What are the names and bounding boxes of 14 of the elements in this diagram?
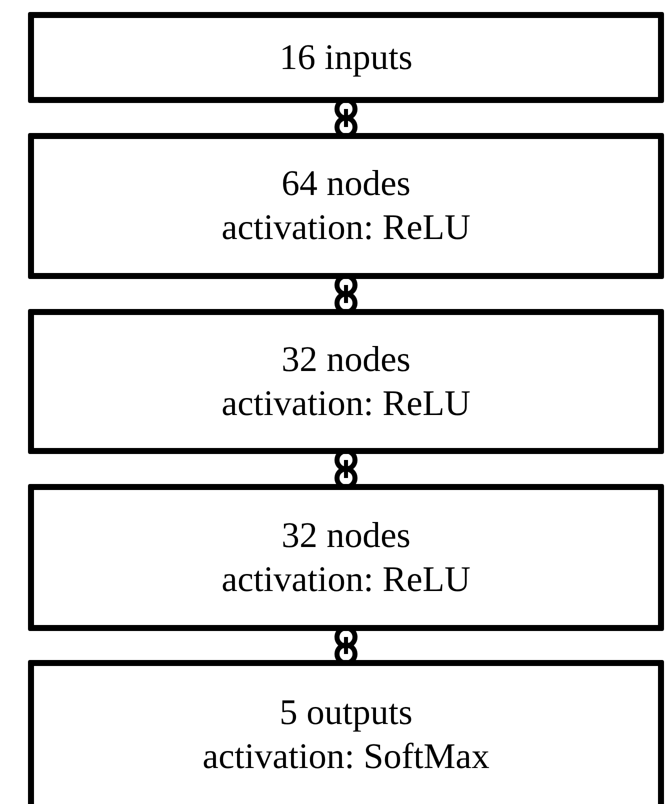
layer-box [28,12,664,103]
activation-label: activation: SoftMax [202,735,490,778]
layer-size-label: 32 nodes [282,338,410,381]
layer-box [28,309,664,454]
layer-box [28,660,664,804]
activation-label: activation: ReLU [222,558,470,600]
layer-size-label: 16 inputs [279,36,412,79]
layer-size-label: 5 outputs [279,691,412,734]
activation-label: activation: ReLU [222,382,470,424]
layer-size-label: 64 nodes [282,162,410,206]
layer-box [28,133,664,279]
layer-box [28,484,664,631]
activation-label: activation: ReLU [222,206,470,249]
layer-size-label: 32 nodes [282,514,410,557]
